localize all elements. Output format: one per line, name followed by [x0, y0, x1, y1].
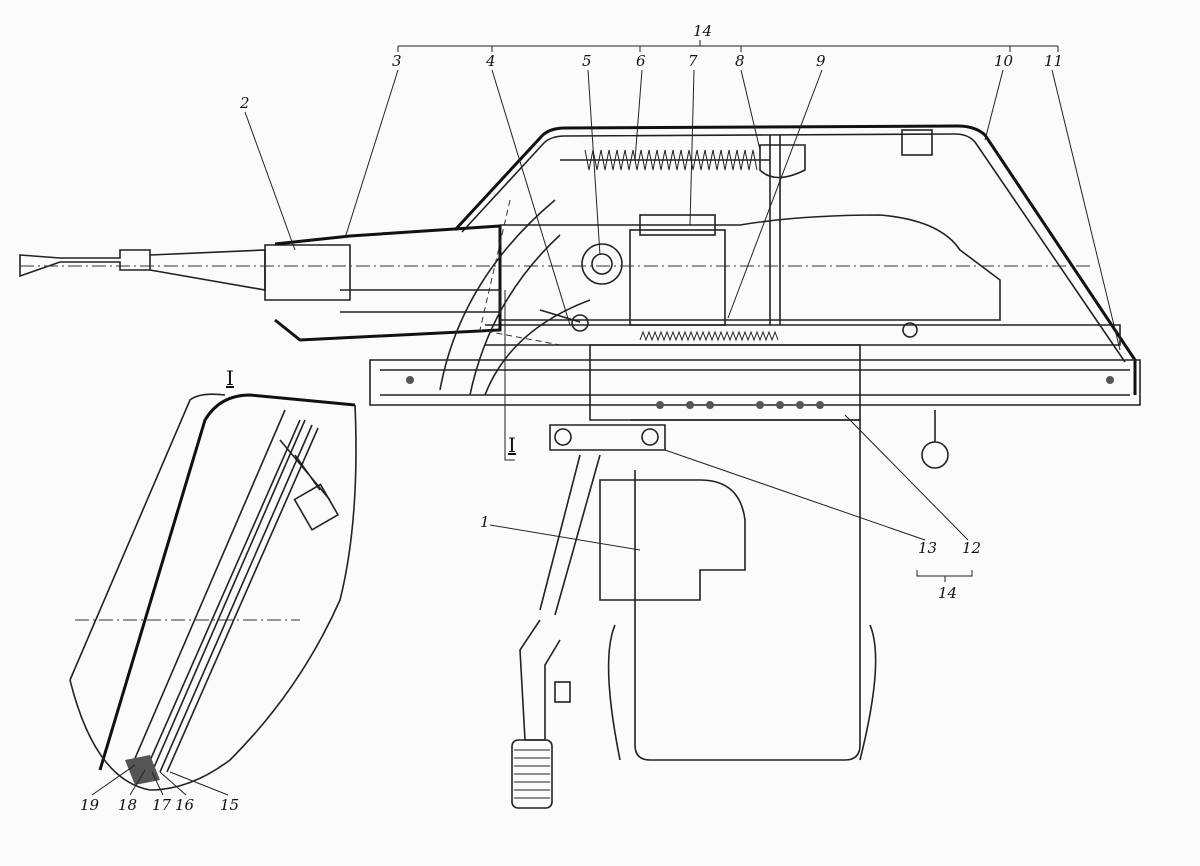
callout-11: 11 [1044, 52, 1063, 70]
leader-lines [91, 69, 1121, 796]
callout-5: 5 [582, 52, 592, 70]
gun-barrel [19, 214, 1090, 342]
armor-housing [369, 124, 1141, 406]
elevation-arc [439, 199, 591, 461]
callout-12: 12 [962, 539, 981, 557]
top-bracket [397, 40, 1059, 52]
callout-18: 18 [118, 796, 137, 814]
callout-10: 10 [994, 52, 1014, 70]
callout-4: 4 [485, 52, 496, 70]
callout-14-top: 14 [693, 22, 712, 40]
callout-3: 3 [392, 52, 402, 70]
callout-15: 15 [220, 796, 239, 814]
callout-13: 13 [918, 539, 937, 557]
cradle-assembly [406, 314, 1114, 421]
callout-6: 6 [636, 52, 646, 70]
callout-2: 2 [239, 94, 250, 112]
callout-8: 8 [735, 52, 745, 70]
callout-19: 19 [80, 796, 100, 814]
pistol-grip-and-bag [511, 410, 949, 809]
callout-1: 1 [480, 513, 490, 531]
section-mark-inset: I [226, 366, 234, 390]
callout-14-bottom: 14 [938, 584, 957, 602]
callout-7: 7 [688, 52, 698, 70]
callout-16: 16 [175, 796, 195, 814]
section-mark-cut: I [508, 433, 516, 457]
callout-9: 9 [816, 52, 826, 70]
detail-inset-I [69, 393, 357, 791]
recoil-spring [560, 149, 770, 171]
callout-17: 17 [152, 796, 172, 814]
